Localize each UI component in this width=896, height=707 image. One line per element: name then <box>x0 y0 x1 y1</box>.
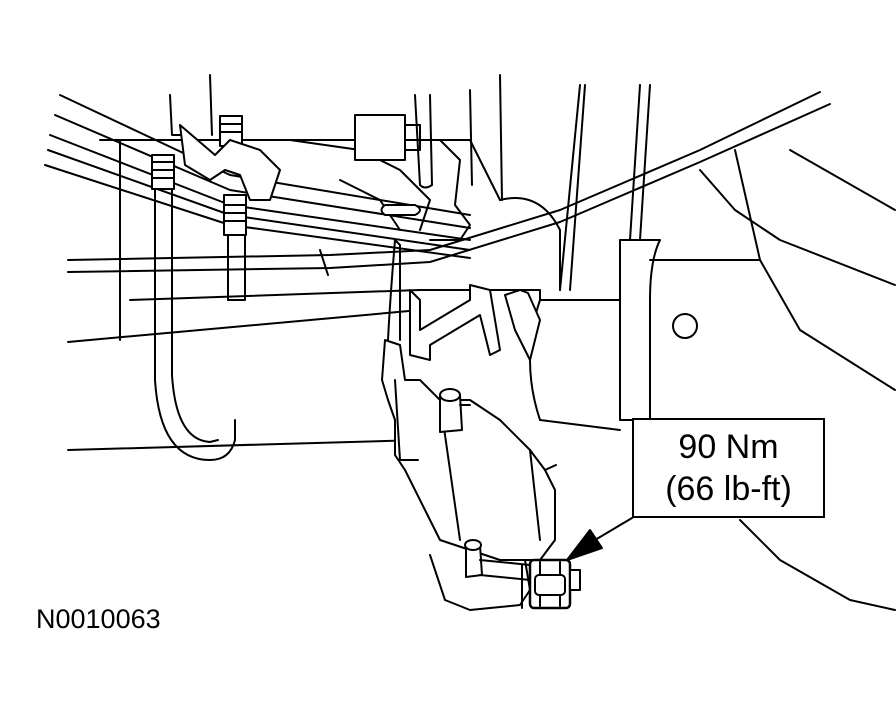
shock-bracket <box>381 239 557 561</box>
shock-lower-mount <box>429 539 531 611</box>
upper-stud <box>439 388 471 433</box>
torque-metric-label: 90 Nm <box>678 428 779 466</box>
callout-leader-arrow <box>566 517 633 561</box>
figure-number: N0010063 <box>36 604 161 634</box>
brake-cable <box>67 91 831 276</box>
lower-nut <box>528 558 581 610</box>
torque-callout: 90 Nm (66 lb-ft) <box>632 418 825 518</box>
u-bolt-left <box>151 154 236 461</box>
u-bolt-center <box>219 115 247 301</box>
frame-background <box>99 74 896 391</box>
spring-seat <box>179 94 471 241</box>
torque-imperial-label: (66 lb-ft) <box>665 470 792 508</box>
